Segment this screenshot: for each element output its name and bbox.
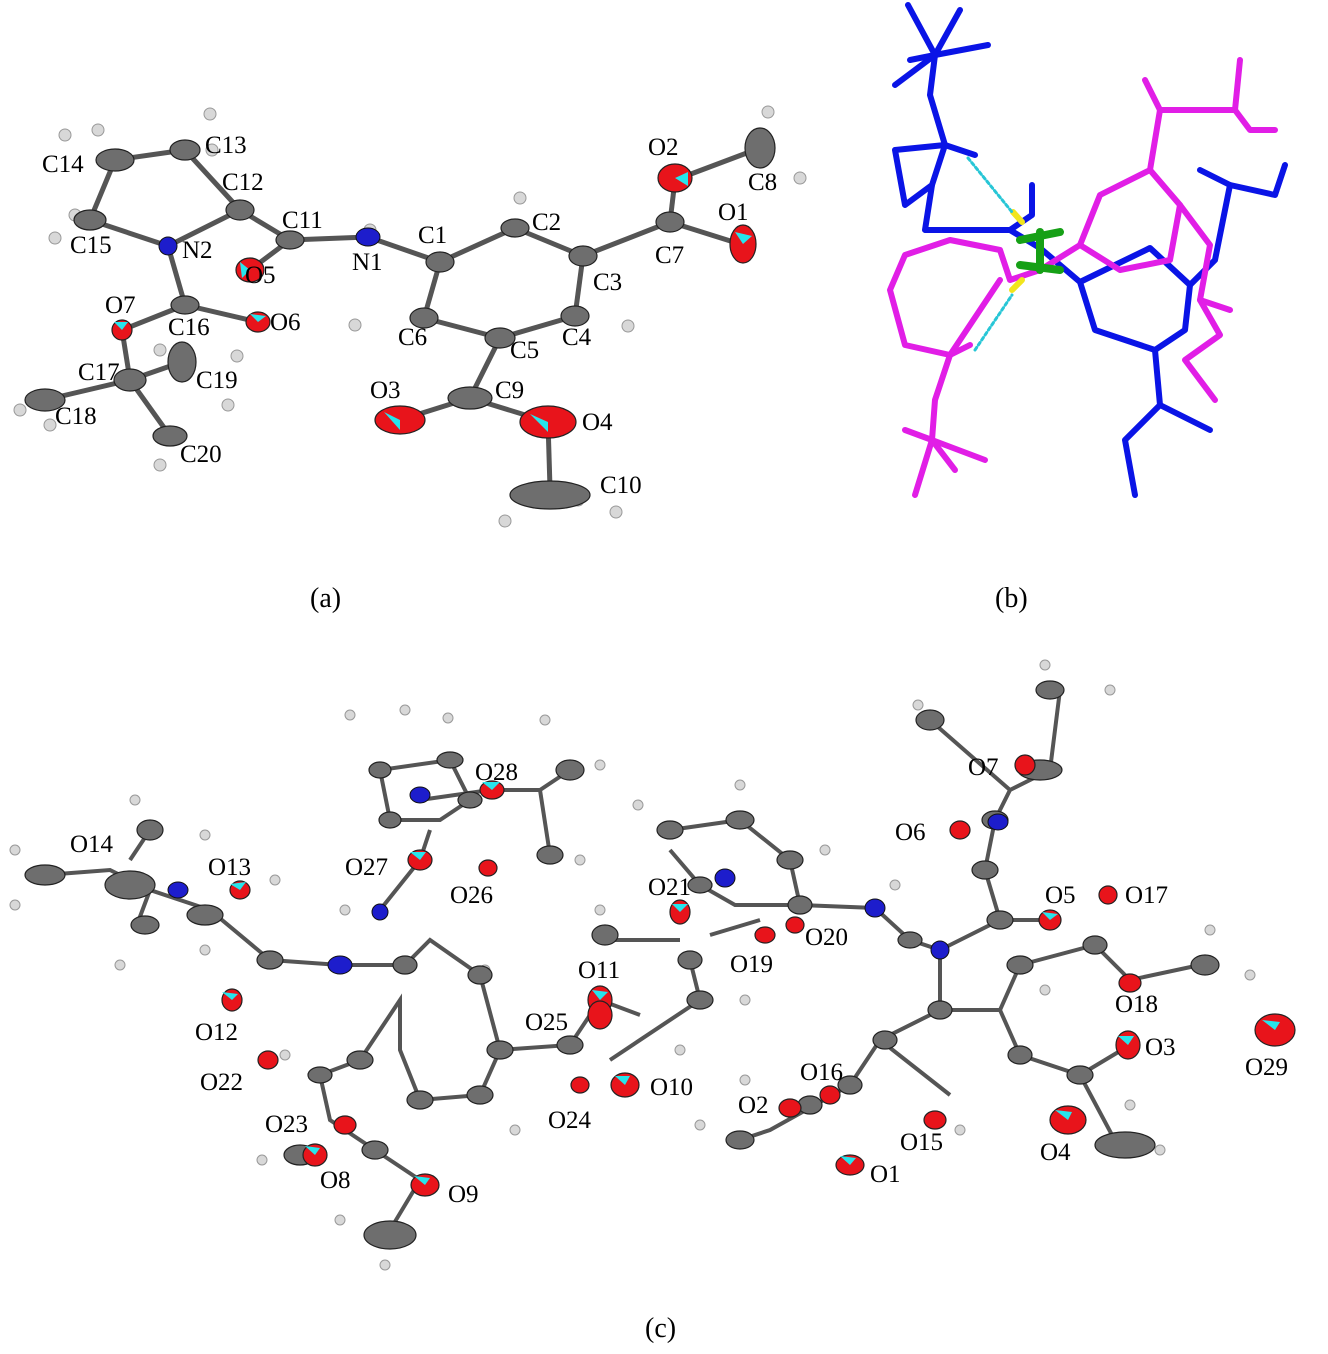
atom-label: O24 bbox=[548, 1107, 592, 1134]
atom-label: C10 bbox=[600, 472, 642, 499]
atom-label: C20 bbox=[180, 441, 222, 468]
panel-b-packing: (b) bbox=[887, 2, 1288, 614]
panel-a-nitrogens bbox=[158, 227, 381, 256]
atom-label: O27 bbox=[345, 854, 388, 881]
atom-label: C11 bbox=[282, 207, 323, 234]
atom-label: O2 bbox=[738, 1092, 769, 1119]
panel-c-hydrogens bbox=[9, 659, 1256, 1271]
atom-label: C5 bbox=[510, 337, 539, 364]
panel-c-octants bbox=[222, 782, 1280, 1185]
atom-label: O5 bbox=[1045, 882, 1076, 909]
atom-label: C3 bbox=[593, 269, 622, 296]
atom-label: O11 bbox=[578, 957, 620, 984]
atom-label: O3 bbox=[1145, 1034, 1176, 1061]
atom-label: N1 bbox=[352, 249, 383, 276]
atom-label: O1 bbox=[718, 199, 749, 226]
atom-label: C1 bbox=[418, 222, 447, 249]
atom-label: C13 bbox=[205, 132, 247, 159]
atom-label: O4 bbox=[1040, 1139, 1071, 1166]
atom-label: O7 bbox=[105, 292, 136, 319]
molecule-blue bbox=[892, 2, 1288, 498]
atom-label: O6 bbox=[270, 309, 301, 336]
atom-label: O19 bbox=[730, 951, 773, 978]
hydrogen-bonds bbox=[966, 156, 1014, 352]
atom-label: O1 bbox=[870, 1161, 901, 1188]
atom-label: O29 bbox=[1245, 1054, 1288, 1081]
atom-label: O20 bbox=[805, 924, 848, 951]
atom-label: C8 bbox=[748, 169, 777, 196]
panel-a-hydrogens bbox=[13, 105, 807, 528]
atom-label: C18 bbox=[55, 403, 97, 430]
caption-c: (c) bbox=[645, 1313, 676, 1344]
center-bonds bbox=[1016, 228, 1064, 274]
atom-label: O5 bbox=[245, 262, 276, 289]
panel-c-nitrogens bbox=[167, 786, 1009, 975]
panel-a-oxygens bbox=[111, 163, 757, 439]
atom-label: C15 bbox=[70, 232, 112, 259]
caption-a: (a) bbox=[310, 583, 341, 614]
atom-label: O13 bbox=[208, 854, 251, 881]
atom-label: C9 bbox=[495, 377, 524, 404]
atom-label: O4 bbox=[582, 409, 613, 436]
atom-label: O28 bbox=[475, 759, 518, 786]
atom-label: O21 bbox=[648, 874, 691, 901]
atom-label: C4 bbox=[562, 324, 592, 351]
atom-label: O26 bbox=[450, 882, 493, 909]
atom-label: O25 bbox=[525, 1009, 568, 1036]
atom-label: O15 bbox=[900, 1129, 943, 1156]
atom-label: N2 bbox=[182, 237, 213, 264]
atom-label: C12 bbox=[222, 169, 264, 196]
atom-label: O16 bbox=[800, 1059, 843, 1086]
panel-a-ortep: C13 C14 C12 C11 N1 C1 C2 O2 C8 O1 C7 C3 … bbox=[13, 105, 807, 614]
atom-label: O14 bbox=[70, 831, 114, 858]
panel-c-asymmetric-unit: O28 O7 O14 O13 O27 O26 O6 O21 O5 O17 O20… bbox=[9, 659, 1296, 1344]
panel-a-carbons bbox=[24, 127, 776, 510]
atom-label: O17 bbox=[1125, 882, 1168, 909]
atom-label: O3 bbox=[370, 377, 401, 404]
atom-label: C19 bbox=[196, 367, 238, 394]
atom-label: O6 bbox=[895, 819, 926, 846]
atom-label: C2 bbox=[532, 209, 561, 236]
atom-label: O18 bbox=[1115, 991, 1158, 1018]
atom-label: C7 bbox=[655, 242, 684, 269]
atom-label: O23 bbox=[265, 1111, 308, 1138]
sulfur-hydrogens bbox=[1009, 209, 1025, 293]
atom-label: O2 bbox=[648, 134, 679, 161]
atom-label: C14 bbox=[42, 151, 84, 178]
panel-c-labels: O28 O7 O14 O13 O27 O26 O6 O21 O5 O17 O20… bbox=[70, 754, 1288, 1208]
atom-label: C6 bbox=[398, 324, 427, 351]
panel-a-octants bbox=[114, 172, 752, 432]
atom-label: O12 bbox=[195, 1019, 238, 1046]
molecule-magenta bbox=[887, 57, 1278, 498]
atom-label: O10 bbox=[650, 1074, 693, 1101]
caption-b: (b) bbox=[995, 583, 1028, 614]
atom-label: O7 bbox=[968, 754, 999, 781]
atom-label: C17 bbox=[78, 359, 120, 386]
atom-label: O9 bbox=[448, 1181, 479, 1208]
panel-c-carbons bbox=[24, 680, 1220, 1250]
panel-a-bonds bbox=[44, 145, 761, 489]
atom-label: C16 bbox=[168, 314, 210, 341]
atom-label: O8 bbox=[320, 1167, 351, 1194]
panel-a-labels: C13 C14 C12 C11 N1 C1 C2 O2 C8 O1 C7 C3 … bbox=[42, 132, 777, 499]
atom-label: O22 bbox=[200, 1069, 243, 1096]
